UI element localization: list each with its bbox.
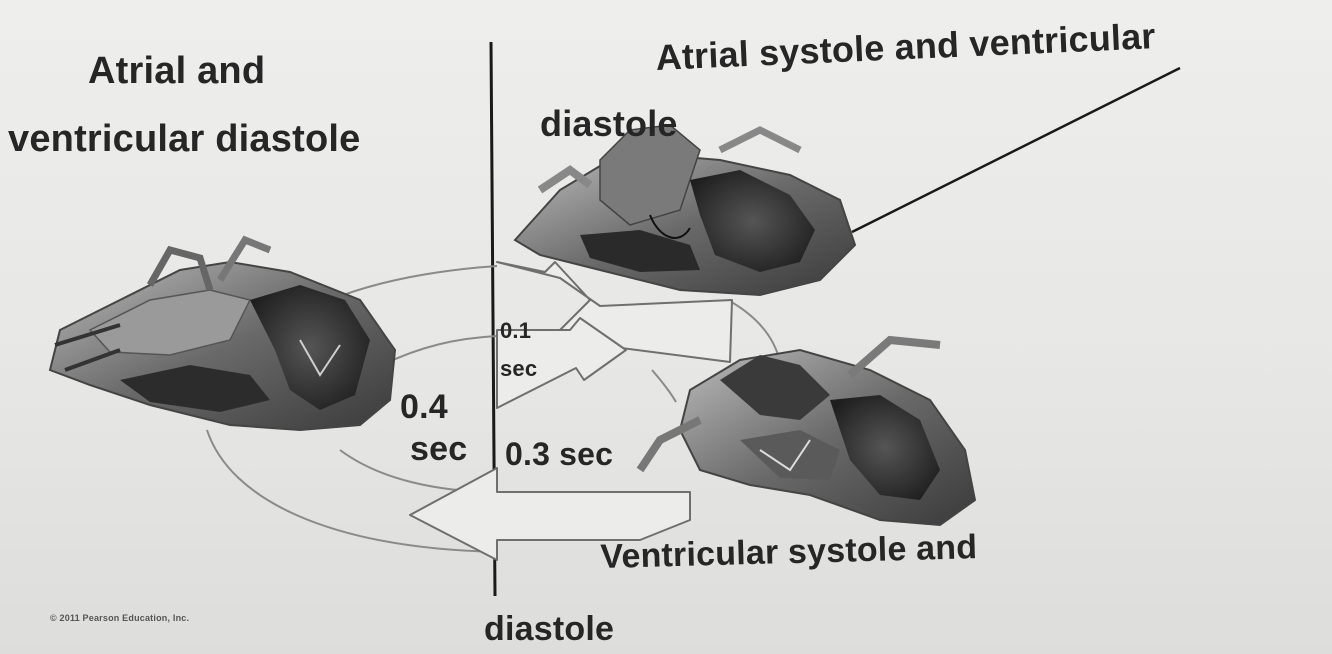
ventricular-systole-time-label: 0.3 sec bbox=[505, 438, 613, 470]
diastole-time-label: 0.4 bbox=[400, 390, 448, 424]
diastole-unit-label: sec bbox=[410, 432, 467, 466]
atrial-ventricular-diastole-label-line1: Atrial and bbox=[88, 52, 265, 90]
ventricular-systole-label-line2: diastole bbox=[484, 612, 614, 646]
atrial-systole-time-label: 0.1 bbox=[500, 320, 531, 342]
atrial-systole-label-line2: diastole bbox=[540, 106, 678, 142]
ventricular-systole-label-line1: Ventricular systole and bbox=[600, 530, 978, 574]
heart-atrial-ventricular-diastole-illustration bbox=[50, 240, 395, 430]
atrial-systole-callout-line bbox=[852, 68, 1180, 232]
atrial-ventricular-diastole-label-line2: ventricular diastole bbox=[8, 120, 360, 158]
copyright-text: © 2011 Pearson Education, Inc. bbox=[50, 614, 189, 623]
atrial-systole-unit-label: sec bbox=[500, 358, 537, 380]
heart-atrial-systole-illustration bbox=[515, 125, 855, 295]
